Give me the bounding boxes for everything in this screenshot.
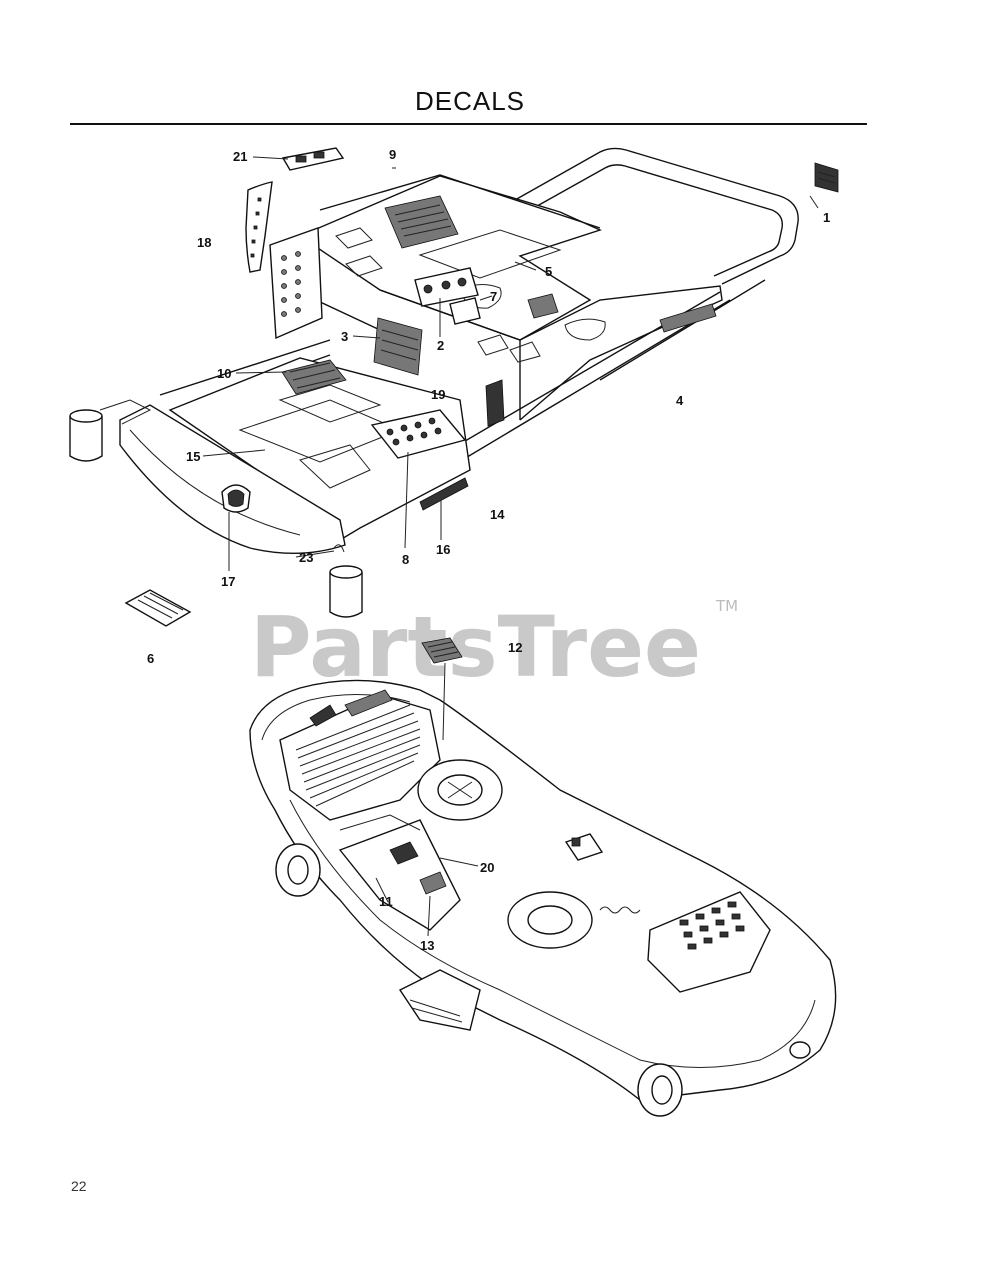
front-caster-left — [69, 399, 152, 462]
callout-20: 20 — [480, 860, 494, 875]
decal-1 — [814, 162, 839, 193]
decal-16 — [419, 477, 469, 511]
callout-labels: 1 2 3 4 5 6 7 8 9 10 11 12 13 14 15 16 1… — [147, 147, 830, 953]
deck-wheel-left — [275, 843, 321, 897]
decal-3 — [373, 317, 423, 376]
callout-10: 10 — [217, 366, 231, 381]
callout-7: 7 — [490, 289, 497, 304]
page-number: 22 — [71, 1178, 87, 1194]
callout-3: 3 — [341, 329, 348, 344]
callout-12: 12 — [508, 640, 522, 655]
decal-6 — [124, 589, 192, 627]
callout-11: 11 — [379, 894, 393, 909]
watermark-tm: TM — [715, 597, 738, 615]
callout-21: 21 — [233, 149, 247, 164]
title-rule — [70, 123, 867, 125]
watermark: PartsTree — [250, 598, 701, 696]
decal-8 — [370, 409, 467, 459]
callout-16: 16 — [436, 542, 450, 557]
front-caster-right — [329, 565, 363, 618]
decal-12 — [421, 637, 463, 664]
callout-9: 9 — [389, 147, 396, 162]
decal-9 — [384, 195, 459, 249]
decal-4 — [659, 303, 717, 333]
callout-1: 1 — [823, 210, 830, 225]
decal-5 — [527, 293, 559, 319]
callout-23: 23 — [299, 550, 313, 565]
callout-6: 6 — [147, 651, 154, 666]
callout-2: 2 — [437, 338, 444, 353]
callout-8: 8 — [402, 552, 409, 567]
leader-lines — [202, 156, 819, 937]
decal-7 — [449, 297, 481, 325]
decal-19 — [485, 379, 505, 427]
decal-2 — [414, 267, 479, 307]
decal-10 — [281, 359, 347, 395]
mower-deck — [249, 679, 837, 1117]
callout-17: 17 — [221, 574, 235, 589]
decal-21 — [281, 147, 345, 171]
deck-wheel-right — [637, 1063, 683, 1117]
callout-14: 14 — [490, 507, 505, 522]
callout-18: 18 — [197, 235, 211, 250]
callout-5: 5 — [545, 264, 552, 279]
deck-wheel-rear — [789, 1041, 811, 1059]
decal-18 — [245, 181, 273, 273]
callout-19: 19 — [431, 387, 445, 402]
decal-17 — [221, 484, 251, 513]
page-title: DECALS — [414, 86, 526, 116]
frame-decals — [124, 147, 839, 664]
callout-13: 13 — [420, 938, 434, 953]
callout-4: 4 — [676, 393, 684, 408]
callout-15: 15 — [186, 449, 200, 464]
decal-23 — [333, 544, 345, 553]
